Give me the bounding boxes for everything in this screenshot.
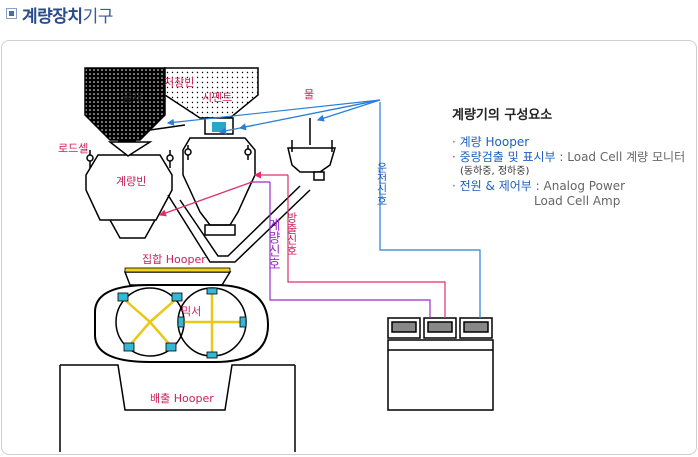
info-sub: (동하중, 정하중): [460, 166, 530, 177]
label-discharge-signal: 방출신호: [285, 212, 298, 256]
label-aggregate: 골재: [122, 91, 143, 104]
info-item-power: · 전원 & 제어부 : Analog Power: [452, 179, 626, 193]
info-item-hopper: · 계량 Hooper: [452, 135, 530, 149]
water-tank: [287, 118, 337, 181]
bullet-icon: [6, 8, 17, 19]
label-load-cell: 로드셀: [58, 142, 89, 155]
aggregate-bin: [84, 67, 166, 148]
label-operation-signal: 운전신호: [375, 162, 388, 206]
info-title: 계량기의 구성요소: [452, 108, 553, 123]
page-header: 계량장치기구: [0, 0, 698, 30]
label-mixer: 믹서: [181, 305, 202, 318]
cement-weigh-hopper: [182, 137, 256, 236]
cement-silo: [164, 67, 259, 135]
discharge-hopper: [59, 364, 296, 452]
signal-lines: [250, 102, 481, 318]
components-info: 계량기의 구성요소 · 계량 Hooper · 중량검출 및 표시부 : Loa…: [452, 104, 692, 209]
label-water: 물: [304, 88, 315, 101]
blue-arrows: [166, 99, 381, 135]
collect-hopper: [123, 267, 232, 286]
red-arrows: [158, 181, 253, 217]
label-weigh-signal: 계량신호: [265, 218, 280, 270]
weigh-bin: [85, 124, 186, 239]
control-panel: [387, 317, 494, 411]
label-discharge-hopper: 배출 Hooper: [150, 392, 214, 405]
conveyor-chute: [167, 185, 311, 263]
mixer: [94, 284, 270, 363]
page-title: 계량장치기구: [22, 7, 113, 27]
label-storage-bin: 저장빈: [164, 76, 195, 89]
info-item-weight: · 중량검출 및 표시부 : Load Cell 계량 모니터: [452, 150, 686, 164]
label-weigh-bin: 계량빈: [116, 175, 147, 188]
label-cement: 시멘트: [202, 91, 233, 104]
label-collect-hopper: 집합 Hooper: [142, 253, 206, 266]
info-extra: Load Cell Amp: [534, 194, 621, 208]
